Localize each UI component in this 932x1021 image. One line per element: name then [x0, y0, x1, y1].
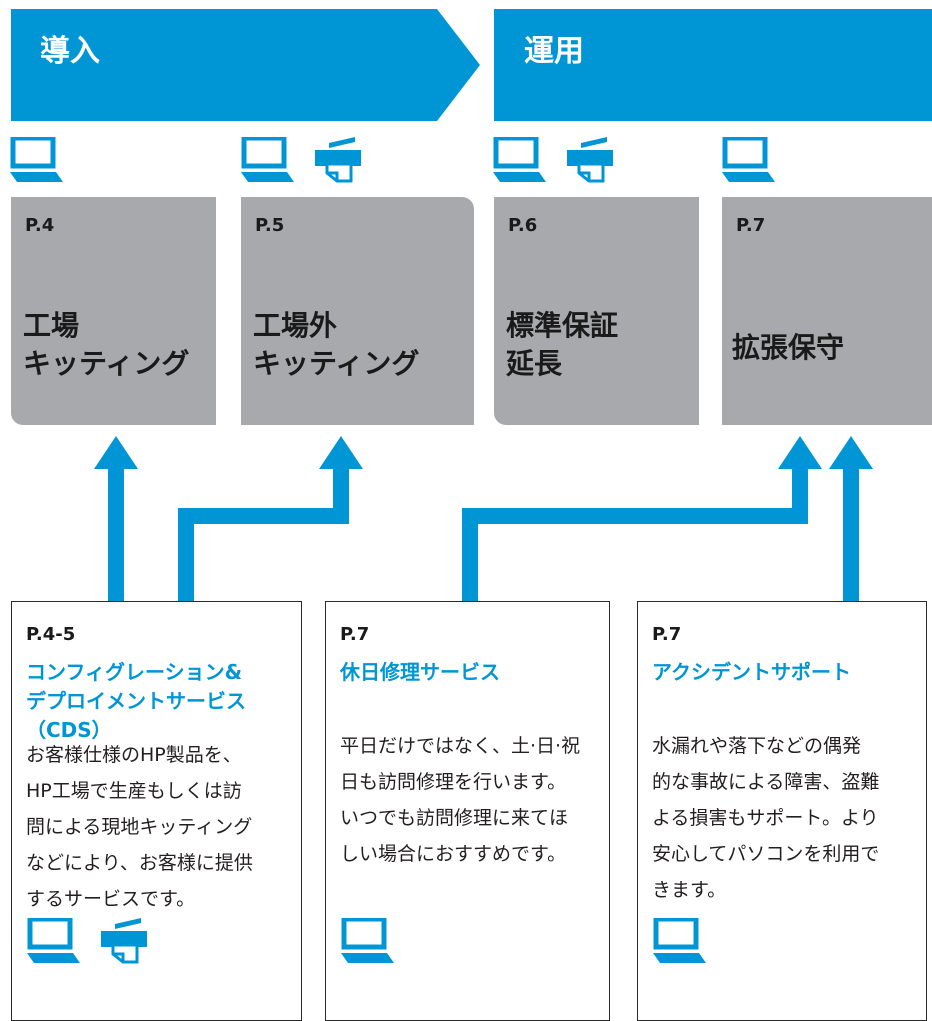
laptop-icon [653, 918, 709, 964]
card-page-number: P.4 [25, 215, 55, 236]
laptop-icon [722, 137, 778, 183]
card-factory-kitting: P.4 工場 キッティング [11, 197, 216, 425]
printer-icon [101, 918, 149, 964]
printer-icon [567, 137, 615, 183]
laptop-icon [341, 918, 397, 964]
card-title: 拡張保守 [732, 331, 845, 364]
laptop-icon [241, 137, 297, 183]
laptop-icon [10, 137, 66, 183]
phase-banners [11, 9, 932, 121]
service-description: 水漏れや落下などの偶発 的な事故による障害、盗難 よる損害もサポート。より 安心… [652, 735, 880, 901]
laptop-icon [27, 918, 83, 964]
card-page-number: P.6 [508, 215, 538, 236]
connector-arrows [94, 436, 873, 605]
phase-banner-intro [11, 9, 480, 121]
service-title: 休日修理サービス [340, 660, 500, 684]
card-title: 工場外 キッティング [253, 309, 420, 380]
phase-label-intro: 導入 [40, 34, 100, 69]
service-description: 平日だけではなく、土·日·祝 日も訪問修理を行います。 いつでも訪問修理に来てほ… [340, 735, 581, 865]
printer-icon [315, 137, 363, 183]
service-box-cds: P.4-5 コンフィグレーション& デプロイメントサービス （CDS） お客様仕… [11, 601, 302, 1021]
phase-banner-operation [494, 9, 932, 121]
card-page-number: P.7 [736, 215, 766, 236]
phase-label-operation: 運用 [524, 34, 584, 69]
service-title: アクシデントサポート [652, 660, 851, 684]
card-page-number: P.5 [255, 215, 285, 236]
arrow-up-icon [829, 436, 873, 469]
service-page-number: P.7 [652, 624, 682, 645]
card-title: 標準保証 延長 [506, 309, 619, 380]
card-extended-maintenance: P.7 拡張保守 [722, 197, 932, 425]
card-title: 工場 キッティング [23, 309, 190, 380]
card-offsite-kitting: P.5 工場外 キッティング [241, 197, 474, 425]
service-page-number: P.7 [340, 624, 370, 645]
arrow-up-icon [94, 436, 138, 469]
service-box-accident-support: P.7 アクシデントサポート 水漏れや落下などの偶発 的な事故による障害、盗難 … [637, 601, 927, 1021]
service-title: コンフィグレーション& デプロイメントサービス （CDS） [26, 660, 246, 742]
service-page-number: P.4-5 [26, 624, 76, 645]
laptop-icon [493, 137, 549, 183]
card-warranty-extension: P.6 標準保証 延長 [494, 197, 699, 425]
arrow-up-icon [778, 436, 822, 469]
arrow-up-icon [319, 436, 363, 469]
service-description: お客様仕様のHP製品を、 HP工場で生産もしくは訪 問による現地キッティング な… [26, 744, 253, 910]
service-box-holiday-repair: P.7 休日修理サービス 平日だけではなく、土·日·祝 日も訪問修理を行います。… [325, 601, 610, 1021]
